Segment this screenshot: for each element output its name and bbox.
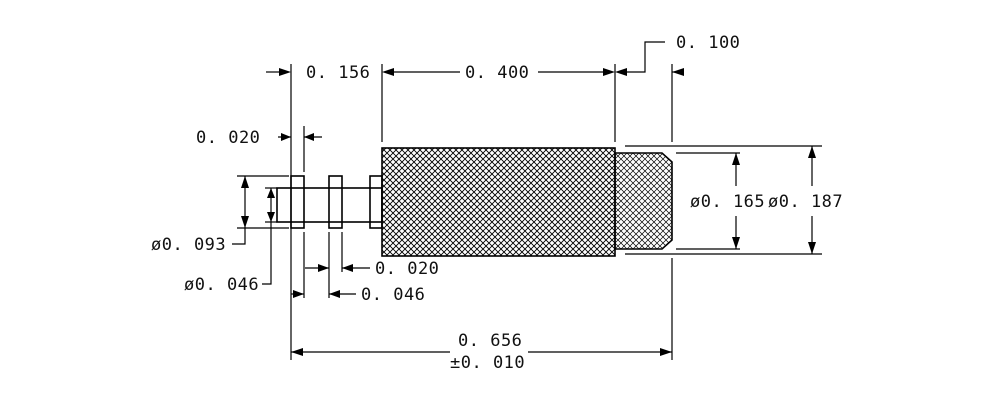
collar-2 <box>328 175 343 229</box>
pin-part <box>276 147 673 257</box>
dim-0-400: 0. 400 <box>465 63 529 83</box>
dim-0-046-bottom: 0. 046 <box>361 285 425 305</box>
dim-0-020-top: 0. 020 <box>196 128 260 148</box>
dim-tolerance: ±0. 010 <box>450 353 525 373</box>
dim-dia-0-046: ø0. 046 <box>184 275 259 295</box>
dim-0-656: 0. 656 <box>458 331 522 351</box>
collar-3 <box>369 175 383 229</box>
dim-dia-0-165: ø0. 165 <box>690 192 765 212</box>
knurled-body <box>381 147 616 257</box>
dim-0-020-bottom: 0. 020 <box>375 259 439 279</box>
dim-dia-0-187: ø0. 187 <box>768 192 843 212</box>
tip-section <box>614 152 673 250</box>
dimension-labels: 0. 100 0. 156 0. 400 0. 020 ø0. 093 ø0. … <box>151 33 843 373</box>
dim-0-156: 0. 156 <box>306 63 370 83</box>
dimension-lines <box>232 41 816 356</box>
collar-1 <box>290 175 305 229</box>
dim-dia-0-093: ø0. 093 <box>151 235 226 255</box>
dim-0-100: 0. 100 <box>676 33 740 53</box>
